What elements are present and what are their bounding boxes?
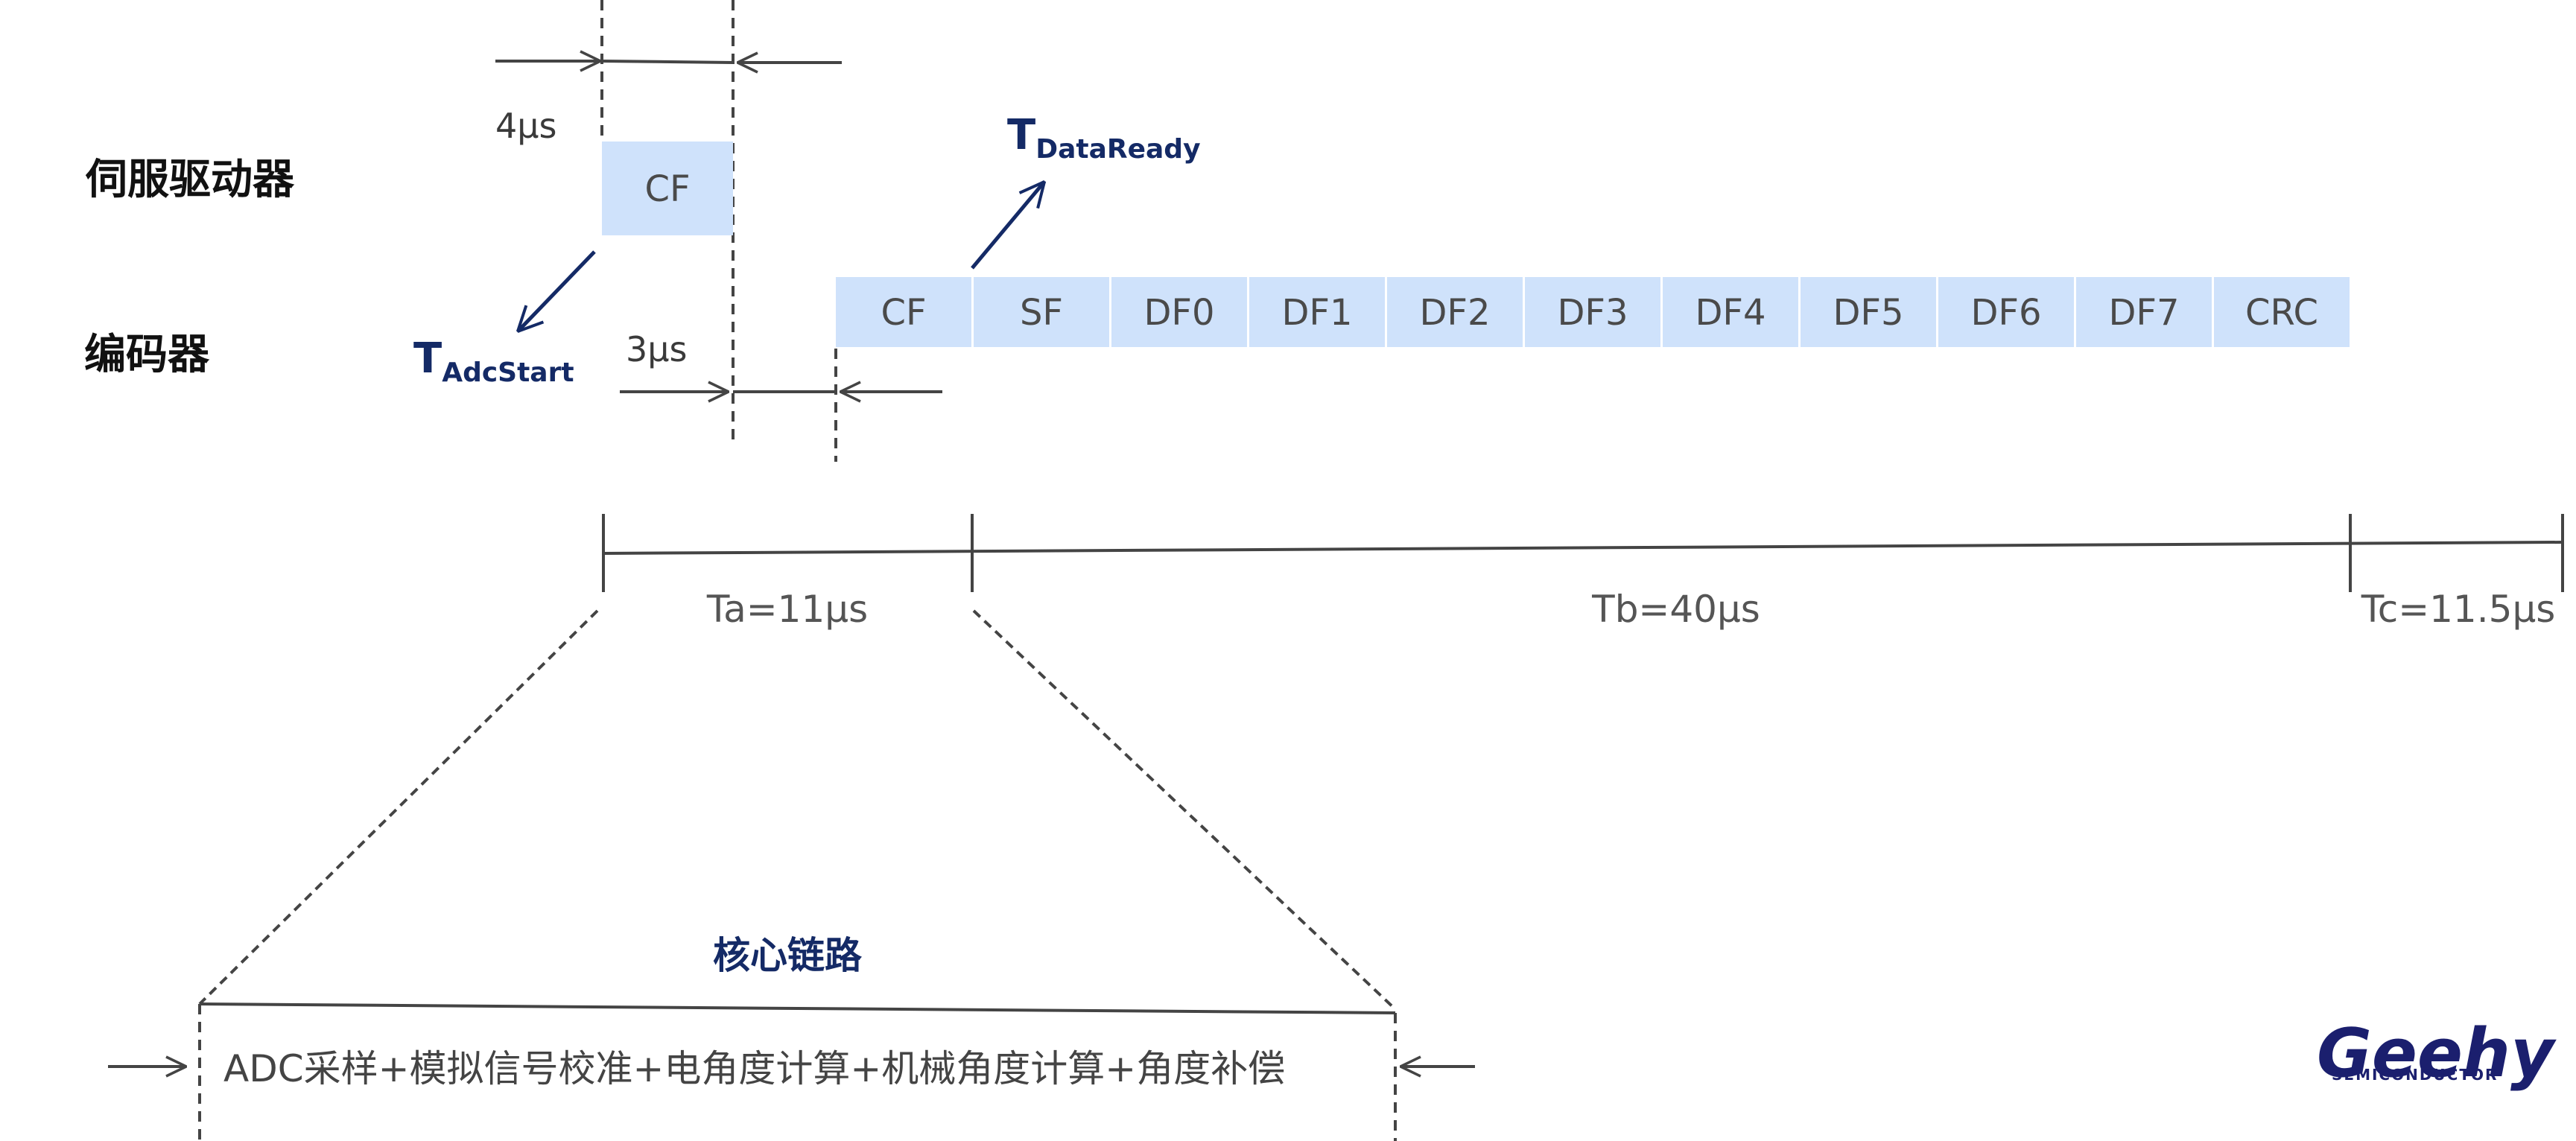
encoder-frame-df0 xyxy=(1111,277,1247,347)
data-ready-label: TDataReady xyxy=(1007,111,1201,165)
core-chain-text: ADC采样+模拟信号校准+电角度计算+机械角度计算+角度补偿 xyxy=(223,1047,1285,1090)
encoder-frame-label-df6: DF6 xyxy=(1970,292,2041,334)
servo-row-label: 伺服驱动器 xyxy=(85,156,295,204)
logo-name: Geehy xyxy=(2317,1014,2557,1093)
encoder-frame-crc xyxy=(2214,277,2350,347)
zoom-line-right xyxy=(972,609,1397,1011)
encoder-frame-label-df5: DF5 xyxy=(1833,292,1903,334)
encoder-frame-df1 xyxy=(1249,277,1385,347)
servo-cf-label: CF xyxy=(644,168,690,210)
encoder-frame-cf xyxy=(836,277,971,347)
segment-tc-label: Tc=11.5μs xyxy=(2361,588,2556,631)
encoder-frame-row: CF SF DF0 DF1 DF2 DF3 DF4 DF5 DF6 DF7 CRC xyxy=(836,277,2350,347)
servo-cf-frame xyxy=(602,142,733,235)
encoder-frame-df2 xyxy=(1387,277,1523,347)
encoder-frame-label-cf: CF xyxy=(881,292,926,334)
core-title: 核心链路 xyxy=(713,934,863,977)
encoder-frame-label-df1: DF1 xyxy=(1281,292,1352,334)
servo-gap-bridge xyxy=(601,60,734,64)
encoder-frame-sf xyxy=(974,277,1109,347)
encoder-frame-label-df3: DF3 xyxy=(1557,292,1628,334)
encoder-frame-df5 xyxy=(1801,277,1936,347)
encoder-frame-label-df0: DF0 xyxy=(1143,292,1214,334)
segment-axis xyxy=(603,541,2563,555)
adc-start-label: TAdcStart xyxy=(413,334,574,388)
segment-tb-label: Tb=40μs xyxy=(1591,588,1760,631)
encoder-frame-label-crc: CRC xyxy=(2245,292,2318,334)
encoder-frame-df4 xyxy=(1663,277,1798,347)
encoder-frame-df6 xyxy=(1938,277,2074,347)
encoder-gap-label: 3μs xyxy=(626,329,688,369)
logo-tagline: SEMICONDUCTOR xyxy=(2332,1066,2498,1084)
encoder-frame-df7 xyxy=(2076,277,2212,347)
segment-ta-label: Ta=11μs xyxy=(706,588,868,631)
encoder-frame-label-sf: SF xyxy=(1020,292,1063,334)
zoom-line-left xyxy=(198,609,599,1005)
geehy-logo: Geehy SEMICONDUCTOR xyxy=(2317,1014,2557,1093)
encoder-row-label: 编码器 xyxy=(84,331,210,379)
encoder-frame-label-df7: DF7 xyxy=(2108,292,2179,334)
encoder-frame-df3 xyxy=(1525,277,1660,347)
data-ready-arrow xyxy=(971,182,1044,270)
encoder-frame-label-df2: DF2 xyxy=(1419,292,1490,334)
adc-start-arrow xyxy=(518,250,596,331)
encoder-frame-label-df4: DF4 xyxy=(1695,292,1766,334)
servo-gap-label: 4μs xyxy=(495,106,557,146)
core-top-line xyxy=(199,1002,1396,1014)
